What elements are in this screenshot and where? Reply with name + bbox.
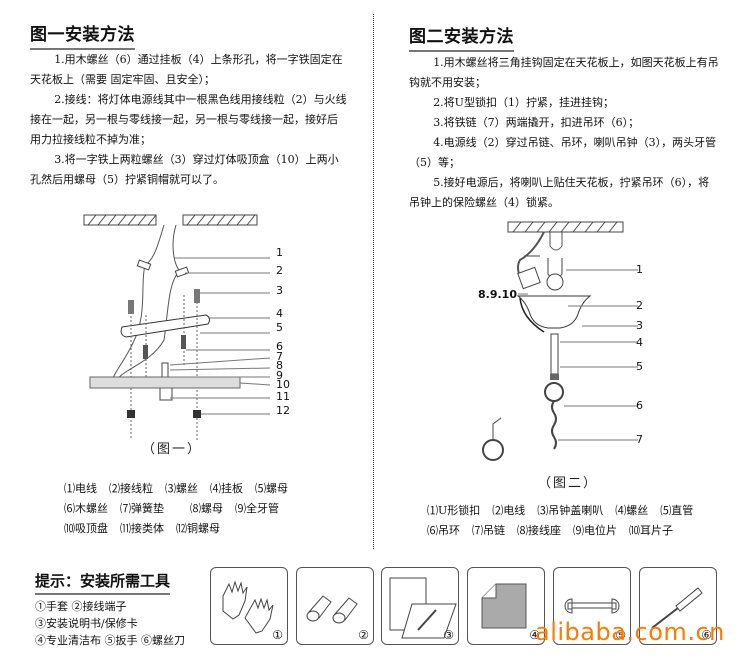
watermark: alibaba.com.cn bbox=[535, 618, 725, 646]
figure1-diagram bbox=[83, 214, 271, 440]
figure1-callout-2: 2 bbox=[276, 264, 283, 277]
legend-item: ⑴电线 bbox=[64, 482, 97, 495]
legend-item: ⑹木螺丝 bbox=[64, 502, 108, 515]
legend-row: ⑴U形锁扣 ⑵电线 ⑶吊钟盖喇叭 ⑷螺丝 ⑸直管 bbox=[427, 501, 705, 521]
legend-item: ⑶螺丝 bbox=[165, 482, 198, 495]
legend-item: ⑸直管 bbox=[660, 504, 694, 517]
figure1-callout-11: 11 bbox=[276, 390, 290, 403]
tool-gloves: ① bbox=[210, 567, 288, 645]
tools-list-line: ①手套 ②接线端子 bbox=[35, 600, 127, 613]
tools-list-line: ③安装说明书/保修卡 bbox=[35, 617, 138, 630]
figure2-step-1: 1.用木螺丝将三角挂钩固定在天花板上，如图天花板上有吊钩就不用安装； bbox=[409, 56, 719, 89]
figure1-callout-4: 4 bbox=[276, 307, 283, 320]
legend-row: ⑹吊环 ⑺吊链 ⑻接线座 ⑼电位片 ⑽耳片子 bbox=[427, 521, 705, 541]
manual-card-icon bbox=[389, 577, 457, 639]
ceiling-icon bbox=[507, 221, 624, 233]
legend-item: ⑴U形锁扣 bbox=[427, 504, 481, 517]
figure2-step-5: 5.接好电源后，将喇叭上贴住天花板，拧紧吊环（6），将吊钟上的保险螺丝（4）锁紧… bbox=[409, 176, 710, 209]
figure2-callout-5: 5 bbox=[636, 360, 643, 373]
figure1-callout-8: 8 bbox=[276, 359, 283, 372]
tool-number: ② bbox=[358, 628, 369, 642]
figure1-callout-3: 3 bbox=[276, 284, 283, 297]
figure1-callout-10: 10 bbox=[276, 378, 290, 391]
wrench-icon bbox=[564, 598, 620, 614]
legend-item: ⑺吊链 bbox=[472, 524, 505, 537]
column-divider bbox=[373, 14, 374, 549]
tool-manual-card: ③ bbox=[381, 567, 459, 645]
legend-item: ⑷螺丝 bbox=[615, 504, 649, 517]
legend-item: ⑷挂板 bbox=[210, 482, 243, 495]
legend-item: ⑾接类体 bbox=[120, 522, 164, 535]
tool-wrench: ⑤ bbox=[553, 567, 631, 645]
legend-item: ⑵接线粒 bbox=[109, 482, 153, 495]
cleaning-cloth-icon bbox=[481, 583, 527, 629]
tools-list-line: ④专业清洁布 ⑤扳手 ⑥螺丝刀 bbox=[35, 634, 185, 647]
figure2-callout-6: 6 bbox=[636, 399, 643, 412]
figure1-step-3: 3.将一字铁上两粒螺丝（3）穿过灯体吸顶盒（10）上两小孔然后用螺母（5）拧紧铜… bbox=[30, 153, 339, 186]
legend-item: ⑽吸顶盘 bbox=[64, 522, 108, 535]
figure2-callout-4: 4 bbox=[636, 336, 643, 349]
legend-row: ⑹木螺丝 ⑺弹簧垫 ⑻螺母 ⑼全牙管 bbox=[64, 499, 300, 519]
figure2-step-3: 3.将铁链（7）两端撬开，扣进吊环（6）； bbox=[433, 116, 640, 129]
gloves-icon bbox=[222, 580, 274, 634]
legend-item: ⑼电位片 bbox=[573, 524, 617, 537]
figure1-callout-6: 6 bbox=[276, 340, 283, 353]
figure2-caption: （图二） bbox=[538, 476, 599, 491]
legend-item: ⑿铜螺母 bbox=[176, 522, 220, 535]
legend-item: ⑹吊环 bbox=[427, 524, 460, 537]
tool-screwdriver: ⑥ bbox=[639, 567, 717, 645]
legend-item: ⑽耳片子 bbox=[629, 524, 673, 537]
figure1-callout-12: 12 bbox=[276, 404, 290, 417]
figure1-step-2: 2.接线：将灯体电源线其中一根黑色线用接线粒（2）与火线接在一起，另一根与零线接… bbox=[30, 93, 347, 146]
tools-title: 提示：安装所需工具 bbox=[35, 570, 171, 595]
figure1-instructions: 1.用木螺丝（6）通过挂板（4）上条形孔，将一字铁固定在天花板上（需要 固定牢固… bbox=[30, 50, 348, 190]
figure2-callout-1: 1 bbox=[636, 263, 643, 276]
figure1-callout-5: 5 bbox=[276, 321, 283, 334]
tools-list: ①手套 ②接线端子 ③安装说明书/保修卡 ④专业清洁布 ⑤扳手 ⑥螺丝刀 bbox=[35, 598, 185, 649]
figure1-callout-1: 1 bbox=[276, 246, 283, 259]
figure1-caption: （图一） bbox=[142, 442, 203, 457]
figure2-diagram bbox=[482, 221, 638, 461]
figure2-instructions: 1.用木螺丝将三角挂钩固定在天花板上，如图天花板上有吊钩就不用安装； 2.将U型… bbox=[409, 53, 719, 213]
tool-number: ⑤ bbox=[615, 628, 626, 642]
wire-connector-icon bbox=[306, 595, 358, 624]
figure1-step-1: 1.用木螺丝（6）通过挂板（4）上条形孔，将一字铁固定在天花板上（需要 固定牢固… bbox=[30, 53, 343, 86]
screwdriver-icon bbox=[651, 587, 703, 629]
figure2-heading: 图二安装方法 bbox=[409, 22, 514, 52]
tool-cleaning-cloth: ④ bbox=[467, 567, 545, 645]
figure1-legend: ⑴电线 ⑵接线粒 ⑶螺丝 ⑷挂板 ⑸螺母 ⑹木螺丝 ⑺弹簧垫 ⑻螺母 ⑼全牙管 ⑽吸顶盘 ⑾接类… bbox=[64, 479, 300, 539]
legend-item: ⑺弹簧垫 bbox=[120, 502, 164, 515]
legend-item: ⑻接线座 bbox=[517, 524, 561, 537]
figure2-callout-7: 7 bbox=[636, 433, 643, 446]
legend-item: ⑸螺母 bbox=[255, 482, 288, 495]
figure2-legend: ⑴U形锁扣 ⑵电线 ⑶吊钟盖喇叭 ⑷螺丝 ⑸直管 ⑹吊环 ⑺吊链 ⑻接线座 ⑼电位片 ⑽耳片子 bbox=[427, 501, 705, 541]
legend-item: ⑶吊钟盖喇叭 bbox=[537, 504, 604, 517]
legend-row: ⑽吸顶盘 ⑾接类体 ⑿铜螺母 bbox=[64, 519, 300, 539]
tool-number: ③ bbox=[443, 628, 454, 642]
legend-item: ⑵电线 bbox=[492, 504, 526, 517]
tool-wire-connector: ② bbox=[296, 567, 374, 645]
tool-number: ④ bbox=[529, 628, 540, 642]
figure1-callout-9: 9 bbox=[276, 369, 283, 382]
legend-item: ⑻螺母 bbox=[190, 502, 223, 515]
figure2-side-label: 8.9.10 bbox=[478, 288, 517, 301]
figure1-callout-7: 7 bbox=[276, 350, 283, 363]
figure2-step-2: 2.将U型锁扣（1）拧紧，挂进挂钩； bbox=[433, 96, 614, 109]
figure2-step-4: 4.电源线（2）穿过吊链、吊环，喇叭吊钟（3），两头牙管（5）等； bbox=[409, 136, 717, 169]
tool-number: ① bbox=[272, 628, 283, 642]
ceiling-icon bbox=[83, 214, 258, 226]
figure2-callout-3: 3 bbox=[636, 319, 643, 332]
legend-row: ⑴电线 ⑵接线粒 ⑶螺丝 ⑷挂板 ⑸螺母 bbox=[64, 479, 300, 499]
tool-number: ⑥ bbox=[701, 628, 712, 642]
figure1-heading: 图一安装方法 bbox=[30, 20, 135, 50]
figure2-callout-2: 2 bbox=[636, 299, 643, 312]
legend-item: ⑼全牙管 bbox=[235, 502, 279, 515]
